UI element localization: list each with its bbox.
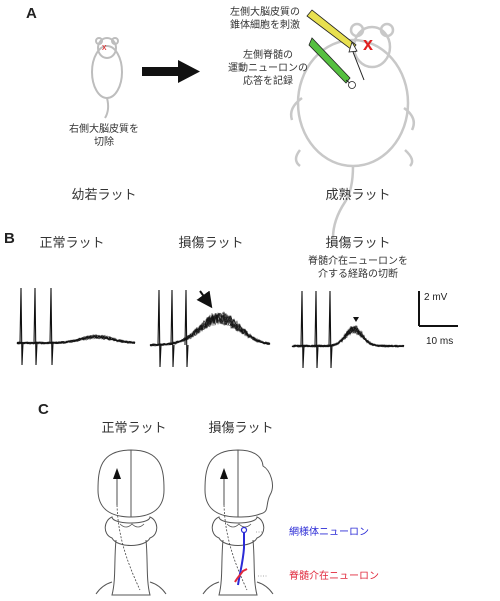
young-rat-illustration — [91, 37, 123, 119]
adult-rat-illustration — [289, 22, 415, 239]
residual-response-arrowhead — [353, 317, 359, 322]
c-title-normal: 正常ラット — [101, 421, 166, 436]
normal-pyramidal-tract — [113, 468, 141, 591]
late-response-arrow — [196, 290, 213, 309]
scale-time-label: 10 ms — [426, 336, 453, 347]
stimulating-electrode — [306, 9, 358, 53]
reticulospinal-label: 網様体ニューロン — [289, 525, 369, 538]
panel-b-letter: B — [4, 230, 15, 247]
young-lesion-mark: x — [102, 42, 107, 52]
record-caption-line2: 運動ニューロンの — [228, 61, 308, 74]
record-caption-line1: 左側脊髄の — [243, 48, 293, 61]
normal-brain-diagram — [95, 449, 167, 596]
electrophysiology-traces — [16, 287, 405, 369]
young-caption-line1: 右側大脳皮質を — [69, 122, 139, 135]
b-title-injured: 損傷ラット — [178, 236, 243, 251]
interneuron-label: 脊髄介在ニューロン — [289, 569, 379, 582]
traces-normal — [16, 287, 136, 366]
panel-a-letter: A — [26, 5, 37, 22]
b-title-injured-cut: 損傷ラット — [325, 236, 390, 251]
scale-voltage-label: 2 mV — [424, 292, 448, 303]
reticulospinal-neuron — [237, 526, 248, 586]
adult-lesion-mark: x — [363, 34, 373, 54]
stim-caption-line2: 錐体細胞を刺激 — [230, 18, 300, 31]
c-title-injured: 損傷ラット — [208, 421, 273, 436]
recording-electrode — [308, 37, 356, 89]
panel-c-letter: C — [38, 401, 49, 418]
injured-brain-diagram — [202, 449, 274, 596]
b-subtitle-line1: 脊髄介在ニューロンを — [308, 254, 408, 267]
spinal-interneuron — [234, 568, 248, 583]
record-caption-line3: 応答を記録 — [243, 74, 293, 87]
b-subtitle-line2: 介する経路の切断 — [318, 267, 398, 280]
stim-caption-line1: 左側大脳皮質の — [230, 5, 300, 18]
pyramidal-pathway-line — [352, 51, 365, 81]
traces-injured-cut — [291, 290, 405, 369]
young-rat-label: 幼若ラット — [71, 187, 136, 203]
scale-bar — [418, 291, 458, 327]
development-arrow — [142, 60, 200, 83]
b-title-normal: 正常ラット — [39, 236, 104, 251]
injured-pyramidal-tract — [220, 468, 248, 591]
adult-rat-label: 成熟ラット — [325, 187, 390, 203]
young-caption-line2: 切除 — [94, 135, 114, 148]
traces-injured — [149, 289, 271, 368]
